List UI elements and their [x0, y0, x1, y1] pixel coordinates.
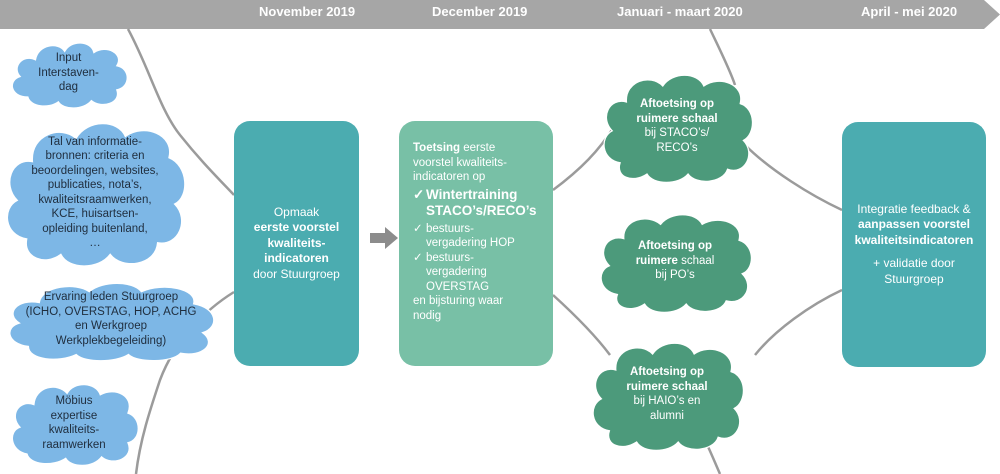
- cloud-line: kwaliteitsraamwerken,: [38, 193, 152, 206]
- cloud-line: expertise: [50, 409, 98, 422]
- timeline-banner: November 2019 December 2019 Januari - ma…: [0, 0, 1000, 29]
- check-line: bestuurs-: [426, 251, 474, 264]
- toetsing-outro-line: nodig: [413, 309, 442, 322]
- connector-right-top-b: [744, 144, 843, 212]
- opmaak-bold-line: kwaliteits-: [267, 235, 326, 250]
- checkmark-icon: ✓: [413, 186, 425, 202]
- check-line: STACO’s/RECO’s: [426, 202, 537, 218]
- toetsing-intro-rest: eerste: [460, 142, 496, 154]
- input-cloud-informatiebronnen: Tal van informatie- bronnen: criteria en…: [0, 115, 190, 270]
- cloud-line: …: [89, 237, 101, 249]
- integratie-box: Integratie feedback & aanpassen voorstel…: [842, 122, 986, 367]
- check-line: bestuurs-: [426, 222, 474, 235]
- cloud-line: KCE, huisartsen-: [51, 208, 139, 220]
- aftoetsing-cloud-po: Aftoetsing op ruimere schaal bij PO’s: [595, 210, 755, 314]
- aftoetsing-bold-line: Aftoetsing op: [639, 98, 715, 110]
- toetsing-check-overstag: ✓ bestuurs- vergadering OVERSTAG: [413, 251, 543, 295]
- opmaak-box: Opmaak eerste voorstel kwaliteits- indic…: [234, 121, 359, 366]
- checkmark-icon: ✓: [413, 251, 423, 264]
- cloud-shape: [11, 384, 139, 466]
- cloud-shape: [600, 214, 753, 314]
- aftoetsing-bold-word: ruimere: [635, 254, 678, 267]
- toetsing-intro: Toetsing eerste: [413, 141, 543, 156]
- connector-right-bottom: [754, 288, 843, 356]
- aftoetsing-line: alumni: [650, 409, 684, 422]
- cloud-line: dag: [58, 81, 79, 94]
- input-cloud-text: Input Interstaven- dag: [5, 37, 132, 109]
- cloud-line: Möbius: [55, 395, 93, 407]
- integratie-line: Integratie feedback &: [857, 201, 971, 216]
- cloud-line: kwaliteits-: [48, 424, 100, 436]
- input-cloud-mobius: Möbius expertise kwaliteits- raamwerken: [5, 378, 143, 468]
- toetsing-bold-word: Toetsing: [413, 142, 461, 154]
- toetsing-check-hop: ✓ bestuurs- vergadering HOP: [413, 222, 543, 251]
- input-cloud-ervaring-stuurgroep: Ervaring leden Stuurgroep (ICHO, OVERSTA…: [2, 278, 220, 362]
- input-cloud-text: Ervaring leden Stuurgroep (ICHO, OVERSTA…: [2, 278, 220, 360]
- aftoetsing-cloud-staco: Aftoetsing op ruimere schaal bij STACO’s…: [598, 70, 756, 184]
- toetsing-intro-line: voorstel kwaliteits-: [413, 156, 507, 169]
- connector-right-top-a: [708, 28, 737, 86]
- opmaak-line: door Stuurgroep: [253, 266, 340, 281]
- cloud-line: bronnen: criteria en: [45, 150, 145, 162]
- opmaak-bold-line: indicatoren: [264, 251, 329, 266]
- cloud-line: Tal van informatie-: [48, 135, 142, 148]
- toetsing-intro-line: indicatoren op: [413, 171, 486, 183]
- timeline-arrow: [0, 0, 1000, 29]
- cloud-line: raamwerken: [42, 438, 106, 451]
- arrow-right-icon: [370, 227, 398, 249]
- cloud-line: Input: [55, 52, 82, 65]
- check-line: OVERSTAG: [426, 280, 490, 293]
- aftoetsing-inline-rest: schaal: [677, 254, 715, 267]
- cloud-line: en Werkgroep: [74, 320, 147, 332]
- connector-left-top: [126, 28, 235, 196]
- toetsing-check-wintertraining: ✓ Wintertraining STACO’s/RECO’s: [413, 187, 543, 219]
- aftoetsing-line: bij PO’s: [655, 269, 695, 282]
- aftoetsing-cloud-text: Aftoetsing op ruimere schaal bij PO’s: [595, 210, 755, 312]
- integratie-line: + validatie door: [873, 256, 955, 271]
- opmaak-line: Opmaak: [273, 204, 320, 219]
- timeline-period-januari-maart: Januari - maart 2020: [617, 4, 743, 19]
- cloud-shape: [11, 42, 128, 109]
- timeline-period-november: November 2019: [259, 4, 356, 19]
- integratie-bold-line: kwaliteitsindicatoren: [854, 232, 974, 247]
- cloud-line: beoordelingen, websites,: [31, 164, 159, 177]
- input-cloud-interstavendag: Input Interstaven- dag: [5, 37, 132, 109]
- aftoetsing-line: bij STACO’s/: [644, 127, 710, 139]
- connector-mid-bottom: [552, 294, 611, 356]
- cloud-line: Werkplekbegeleiding): [55, 334, 167, 347]
- aftoetsing-line: RECO’s: [656, 141, 698, 154]
- cloud-line: Interstaven-: [38, 66, 99, 79]
- cloud-shape: [8, 282, 215, 362]
- integratie-line: Stuurgroep: [884, 271, 944, 286]
- cloud-shape: [6, 122, 186, 267]
- toetsing-box: Toetsing eerste voorstel kwaliteits- ind…: [399, 121, 553, 366]
- cloud-shape: [603, 74, 754, 184]
- aftoetsing-bold-line: ruimere schaal: [626, 380, 708, 393]
- aftoetsing-cloud-text: Aftoetsing op ruimere schaal bij HAIO’s …: [587, 338, 747, 450]
- opmaak-bold-line: eerste voorstel: [253, 220, 340, 235]
- check-line: vergadering HOP: [426, 237, 515, 249]
- aftoetsing-line: bij HAIO’s en: [633, 395, 701, 407]
- aftoetsing-bold-line: Aftoetsing op: [637, 240, 713, 253]
- check-line: Wintertraining: [426, 186, 518, 202]
- aftoetsing-cloud-text: Aftoetsing op ruimere schaal bij STACO’s…: [598, 70, 756, 182]
- cloud-shape: [592, 342, 745, 452]
- input-cloud-text: Möbius expertise kwaliteits- raamwerken: [5, 378, 143, 468]
- cloud-line: opleiding buitenland,: [42, 222, 148, 235]
- aftoetsing-bold-line: ruimere schaal: [636, 112, 718, 125]
- check-line: vergadering: [426, 266, 487, 278]
- timeline-period-april-mei: April - mei 2020: [861, 4, 958, 19]
- spacer: [855, 248, 974, 256]
- timeline-period-december: December 2019: [432, 4, 528, 19]
- cloud-line: (ICHO, OVERSTAG, HOP, ACHG: [25, 305, 197, 318]
- aftoetsing-cloud-haio: Aftoetsing op ruimere schaal bij HAIO’s …: [587, 338, 747, 452]
- toetsing-outro-line: en bijsturing waar: [413, 295, 504, 307]
- checkmark-icon: ✓: [413, 222, 423, 235]
- cloud-line: publicaties, nota’s,: [47, 179, 143, 191]
- integratie-bold-line: aanpassen voorstel: [857, 217, 971, 232]
- input-cloud-text: Tal van informatie- bronnen: criteria en…: [0, 115, 190, 270]
- aftoetsing-bold-line: Aftoetsing op: [629, 366, 705, 378]
- cloud-line: Ervaring leden Stuurgroep: [43, 291, 179, 303]
